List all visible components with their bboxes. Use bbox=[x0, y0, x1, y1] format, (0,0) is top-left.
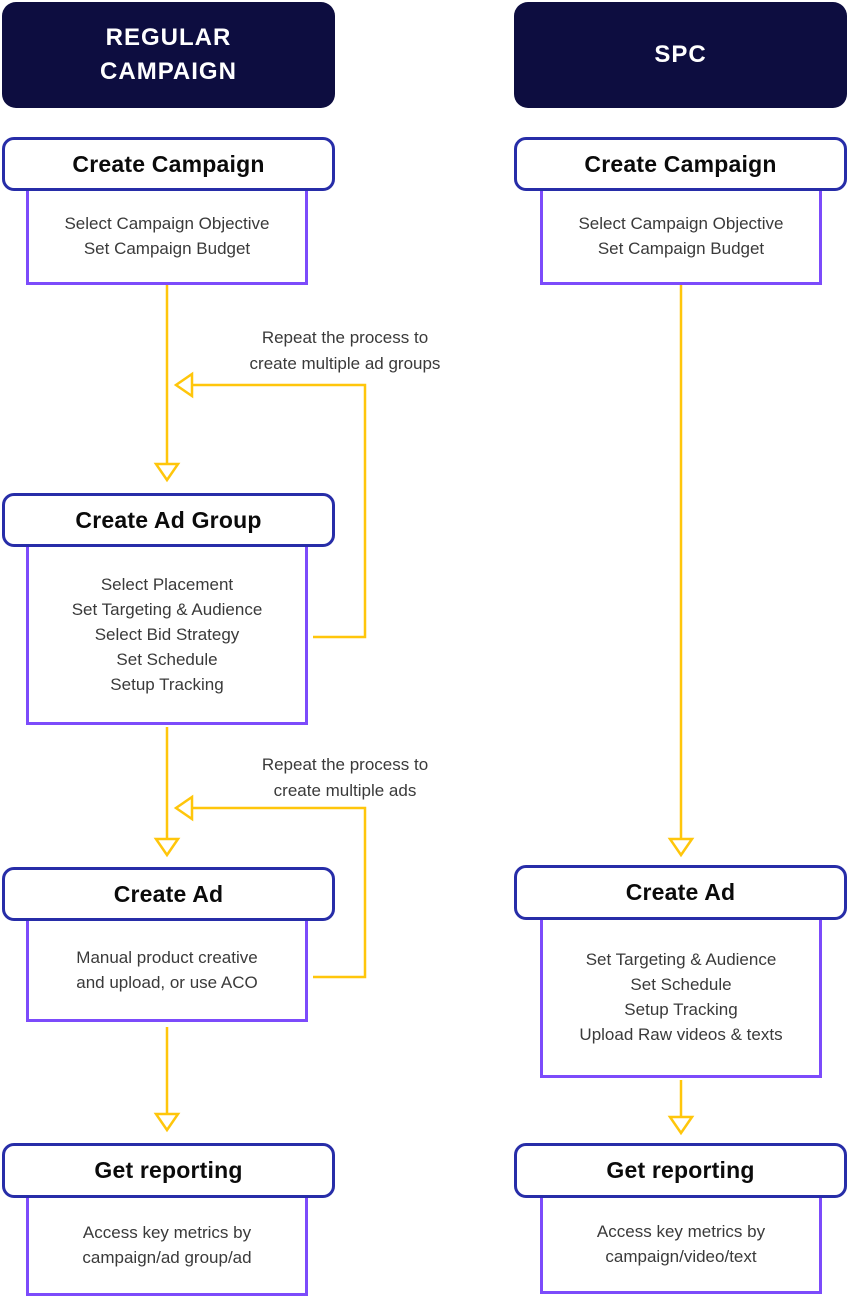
detail-line: Set Campaign Budget bbox=[597, 239, 765, 258]
step-title-label: Create Campaign bbox=[72, 150, 265, 177]
detail-line: Select Placement bbox=[100, 574, 234, 594]
step-title-create-campaign-left: Create Campaign bbox=[2, 137, 335, 191]
detail-line: campaign/ad group/ad bbox=[82, 1248, 252, 1267]
detail-line: campaign/video/text bbox=[605, 1247, 757, 1266]
step-title-get-reporting-left: Get reporting bbox=[2, 1143, 335, 1198]
arrowhead-down-icon bbox=[153, 462, 181, 483]
detail-line: Set Schedule bbox=[116, 649, 218, 669]
arrowhead-down-icon bbox=[153, 1112, 181, 1133]
detail-line: Set Campaign Budget bbox=[83, 239, 251, 258]
detail-line: Set Targeting & Audience bbox=[71, 599, 263, 619]
step-details-create-campaign-left: Select Campaign Objective Set Campaign B… bbox=[26, 187, 308, 285]
detail-line: Manual product creative bbox=[76, 947, 258, 967]
arrowhead-left-icon bbox=[173, 794, 194, 822]
step-details-create-ad-right: Set Targeting & Audience Set Schedule Se… bbox=[540, 916, 822, 1078]
step-details-create-campaign-right: Select Campaign Objective Set Campaign B… bbox=[540, 187, 822, 285]
step-details-create-ad-left: Manual product creative and upload, or u… bbox=[26, 917, 308, 1022]
detail-line: Select Bid Strategy bbox=[94, 624, 240, 644]
column-header-label: REGULAR CAMPAIGN bbox=[100, 24, 237, 85]
step-details-get-reporting-left: Access key metrics by campaign/ad group/… bbox=[26, 1194, 308, 1296]
step-title-create-campaign-right: Create Campaign bbox=[514, 137, 847, 191]
detail-line: Access key metrics by bbox=[82, 1223, 252, 1242]
loop-label-ads: Repeat the process to create multiple ad… bbox=[215, 752, 475, 804]
step-title-label: Create Campaign bbox=[584, 150, 777, 177]
column-header-spc: SPC bbox=[514, 2, 847, 108]
loop-line-ads bbox=[192, 806, 367, 979]
step-details-get-reporting-right: Access key metrics by campaign/video/tex… bbox=[540, 1194, 822, 1294]
detail-line: Select Campaign Objective bbox=[578, 214, 784, 233]
step-title-label: Create Ad bbox=[113, 880, 224, 907]
loop-label-line: create multiple ad groups bbox=[249, 354, 441, 373]
arrowhead-left-icon bbox=[173, 371, 194, 399]
detail-line: Upload Raw videos & texts bbox=[579, 1025, 783, 1044]
loop-label-line: create multiple ads bbox=[273, 781, 417, 800]
loop-label-line: Repeat the process to bbox=[261, 755, 429, 774]
detail-line: Set Schedule bbox=[630, 975, 732, 994]
step-title-label: Create Ad Group bbox=[75, 506, 262, 533]
loop-label-line: Repeat the process to bbox=[261, 328, 429, 347]
detail-line: Set Targeting & Audience bbox=[585, 950, 777, 969]
step-title-label: Get reporting bbox=[606, 1157, 755, 1183]
arrowhead-down-icon bbox=[667, 1115, 695, 1136]
step-title-label: Create Ad bbox=[625, 879, 736, 905]
detail-line: Setup Tracking bbox=[624, 1000, 738, 1019]
detail-line: Access key metrics by bbox=[596, 1222, 766, 1241]
step-title-get-reporting-right: Get reporting bbox=[514, 1143, 847, 1198]
arrowhead-down-icon bbox=[667, 837, 695, 858]
column-header-regular-campaign: REGULAR CAMPAIGN bbox=[2, 2, 335, 108]
arrowhead-down-icon bbox=[153, 837, 181, 858]
detail-line: Select Campaign Objective bbox=[64, 214, 270, 233]
step-title-label: Get reporting bbox=[94, 1157, 243, 1183]
step-title-create-ad-group: Create Ad Group bbox=[2, 493, 335, 547]
step-title-create-ad-left: Create Ad bbox=[2, 867, 335, 921]
loop-label-ad-groups: Repeat the process to create multiple ad… bbox=[215, 325, 475, 377]
loop-line-ad-groups bbox=[192, 383, 367, 639]
detail-line: and upload, or use ACO bbox=[76, 972, 258, 992]
detail-line: Setup Tracking bbox=[110, 674, 224, 694]
step-title-create-ad-right: Create Ad bbox=[514, 865, 847, 920]
step-details-create-ad-group: Select Placement Set Targeting & Audienc… bbox=[26, 543, 308, 725]
column-header-label: SPC bbox=[654, 41, 707, 69]
